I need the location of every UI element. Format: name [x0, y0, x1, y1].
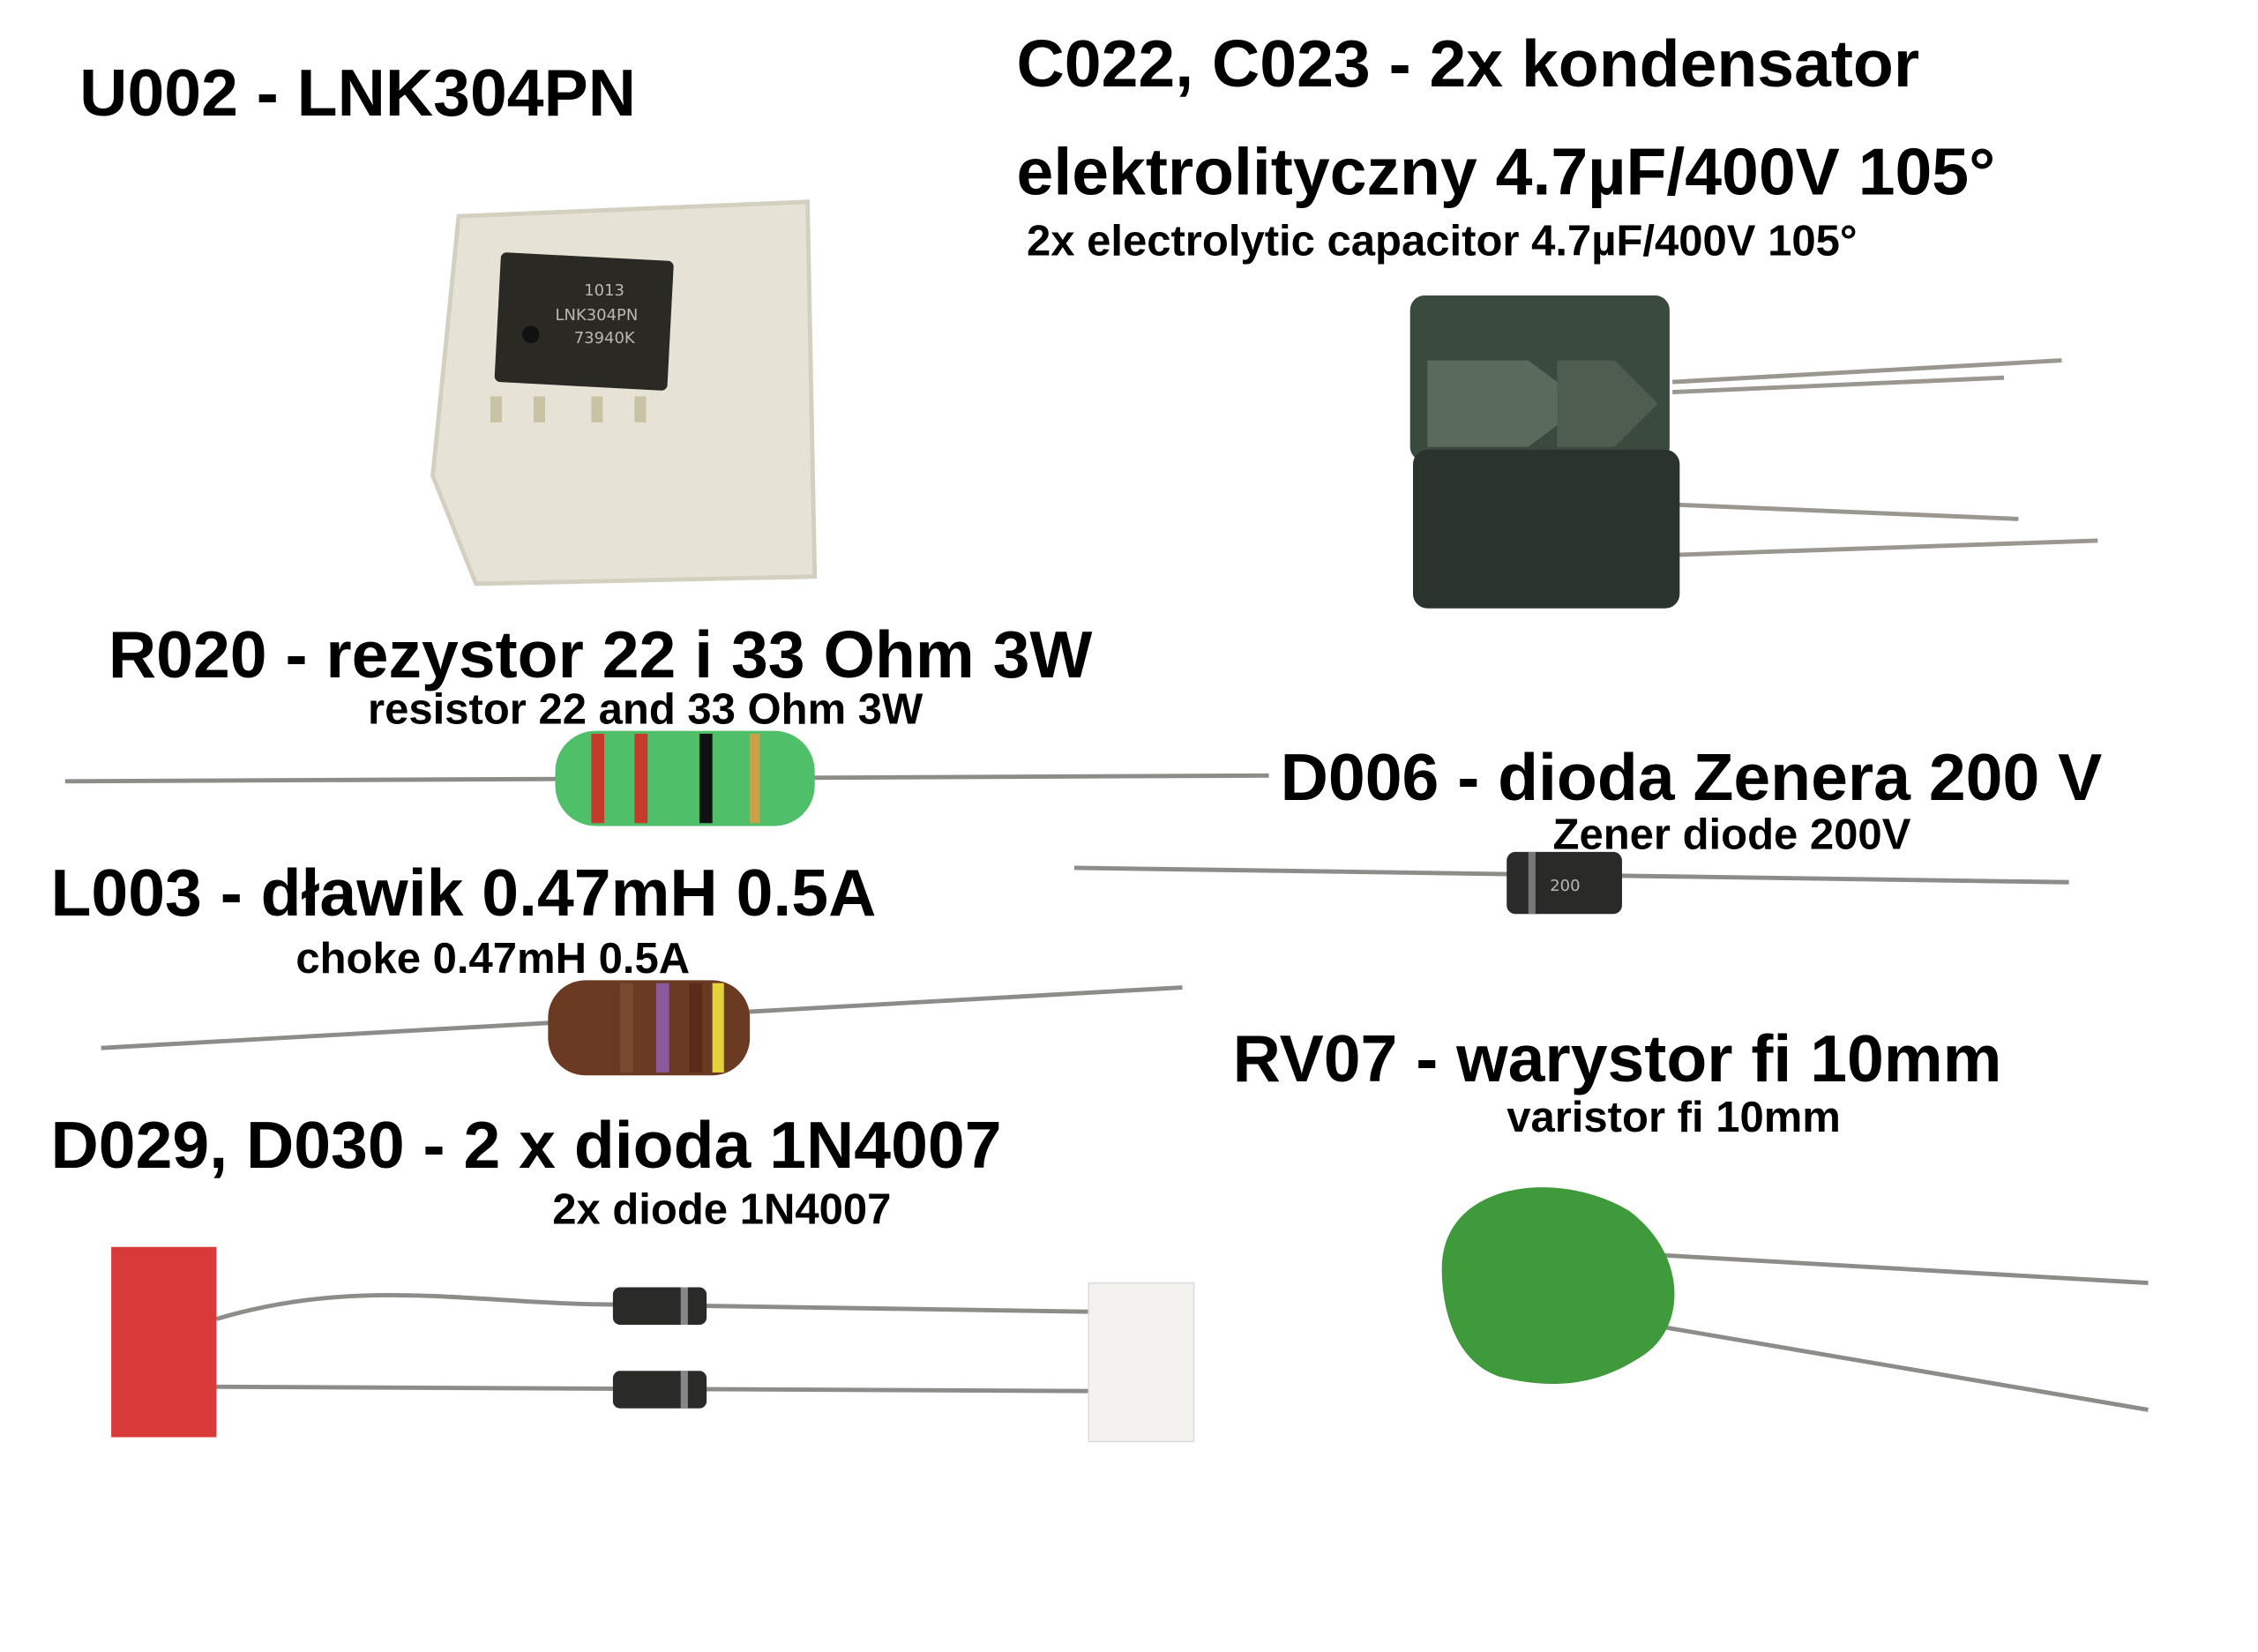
varistor-image	[1441, 1187, 2149, 1412]
choke-image	[101, 980, 1183, 1076]
r020-title: R020 - rezystor 22 i 33 Ohm 3W	[108, 617, 1093, 691]
chip-marking-1: 1013	[584, 281, 624, 300]
l003-subtitle: choke 0.47mH 0.5A	[295, 935, 690, 983]
r020-subtitle: resistor 22 and 33 Ohm 3W	[368, 685, 923, 733]
c022-title-line2: elektrolityczny 4.7µF/400V 105°	[1017, 135, 1996, 209]
chip-marking-3: 73940K	[574, 329, 636, 348]
u002-title: U002 - LNK304PN	[79, 56, 636, 130]
rv07-title: RV07 - warystor fi 10mm	[1233, 1021, 2002, 1095]
d006-subtitle: Zener diode 200V	[1553, 811, 1911, 859]
electrolytic-capacitors-image	[1409, 295, 2098, 609]
d029-title: D029, D030 - 2 x dioda 1N4007	[50, 1108, 1001, 1182]
l003-title: L003 - dławik 0.47mH 0.5A	[50, 856, 876, 930]
d006-title: D006 - dioda Zenera 200 V	[1281, 740, 2103, 814]
zener-marking: 200	[1550, 877, 1580, 895]
chip-marking-2: LNK304PN	[556, 306, 639, 325]
d029-subtitle: 2x diode 1N4007	[552, 1186, 891, 1234]
c022-subtitle: 2x electrolytic capacitor 4.7µF/400V 105…	[1027, 217, 1858, 265]
c022-title-line1: C022, C023 - 2x kondensator	[1017, 26, 1920, 101]
zener-diode-image: 200	[1073, 851, 2069, 915]
resistor-image	[64, 730, 1269, 826]
lnk304pn-chip-image: 1013 LNK304PN 73940K	[430, 199, 818, 587]
diodes-1n4007-image	[111, 1246, 1195, 1443]
rv07-subtitle: varistor fi 10mm	[1507, 1094, 1841, 1141]
